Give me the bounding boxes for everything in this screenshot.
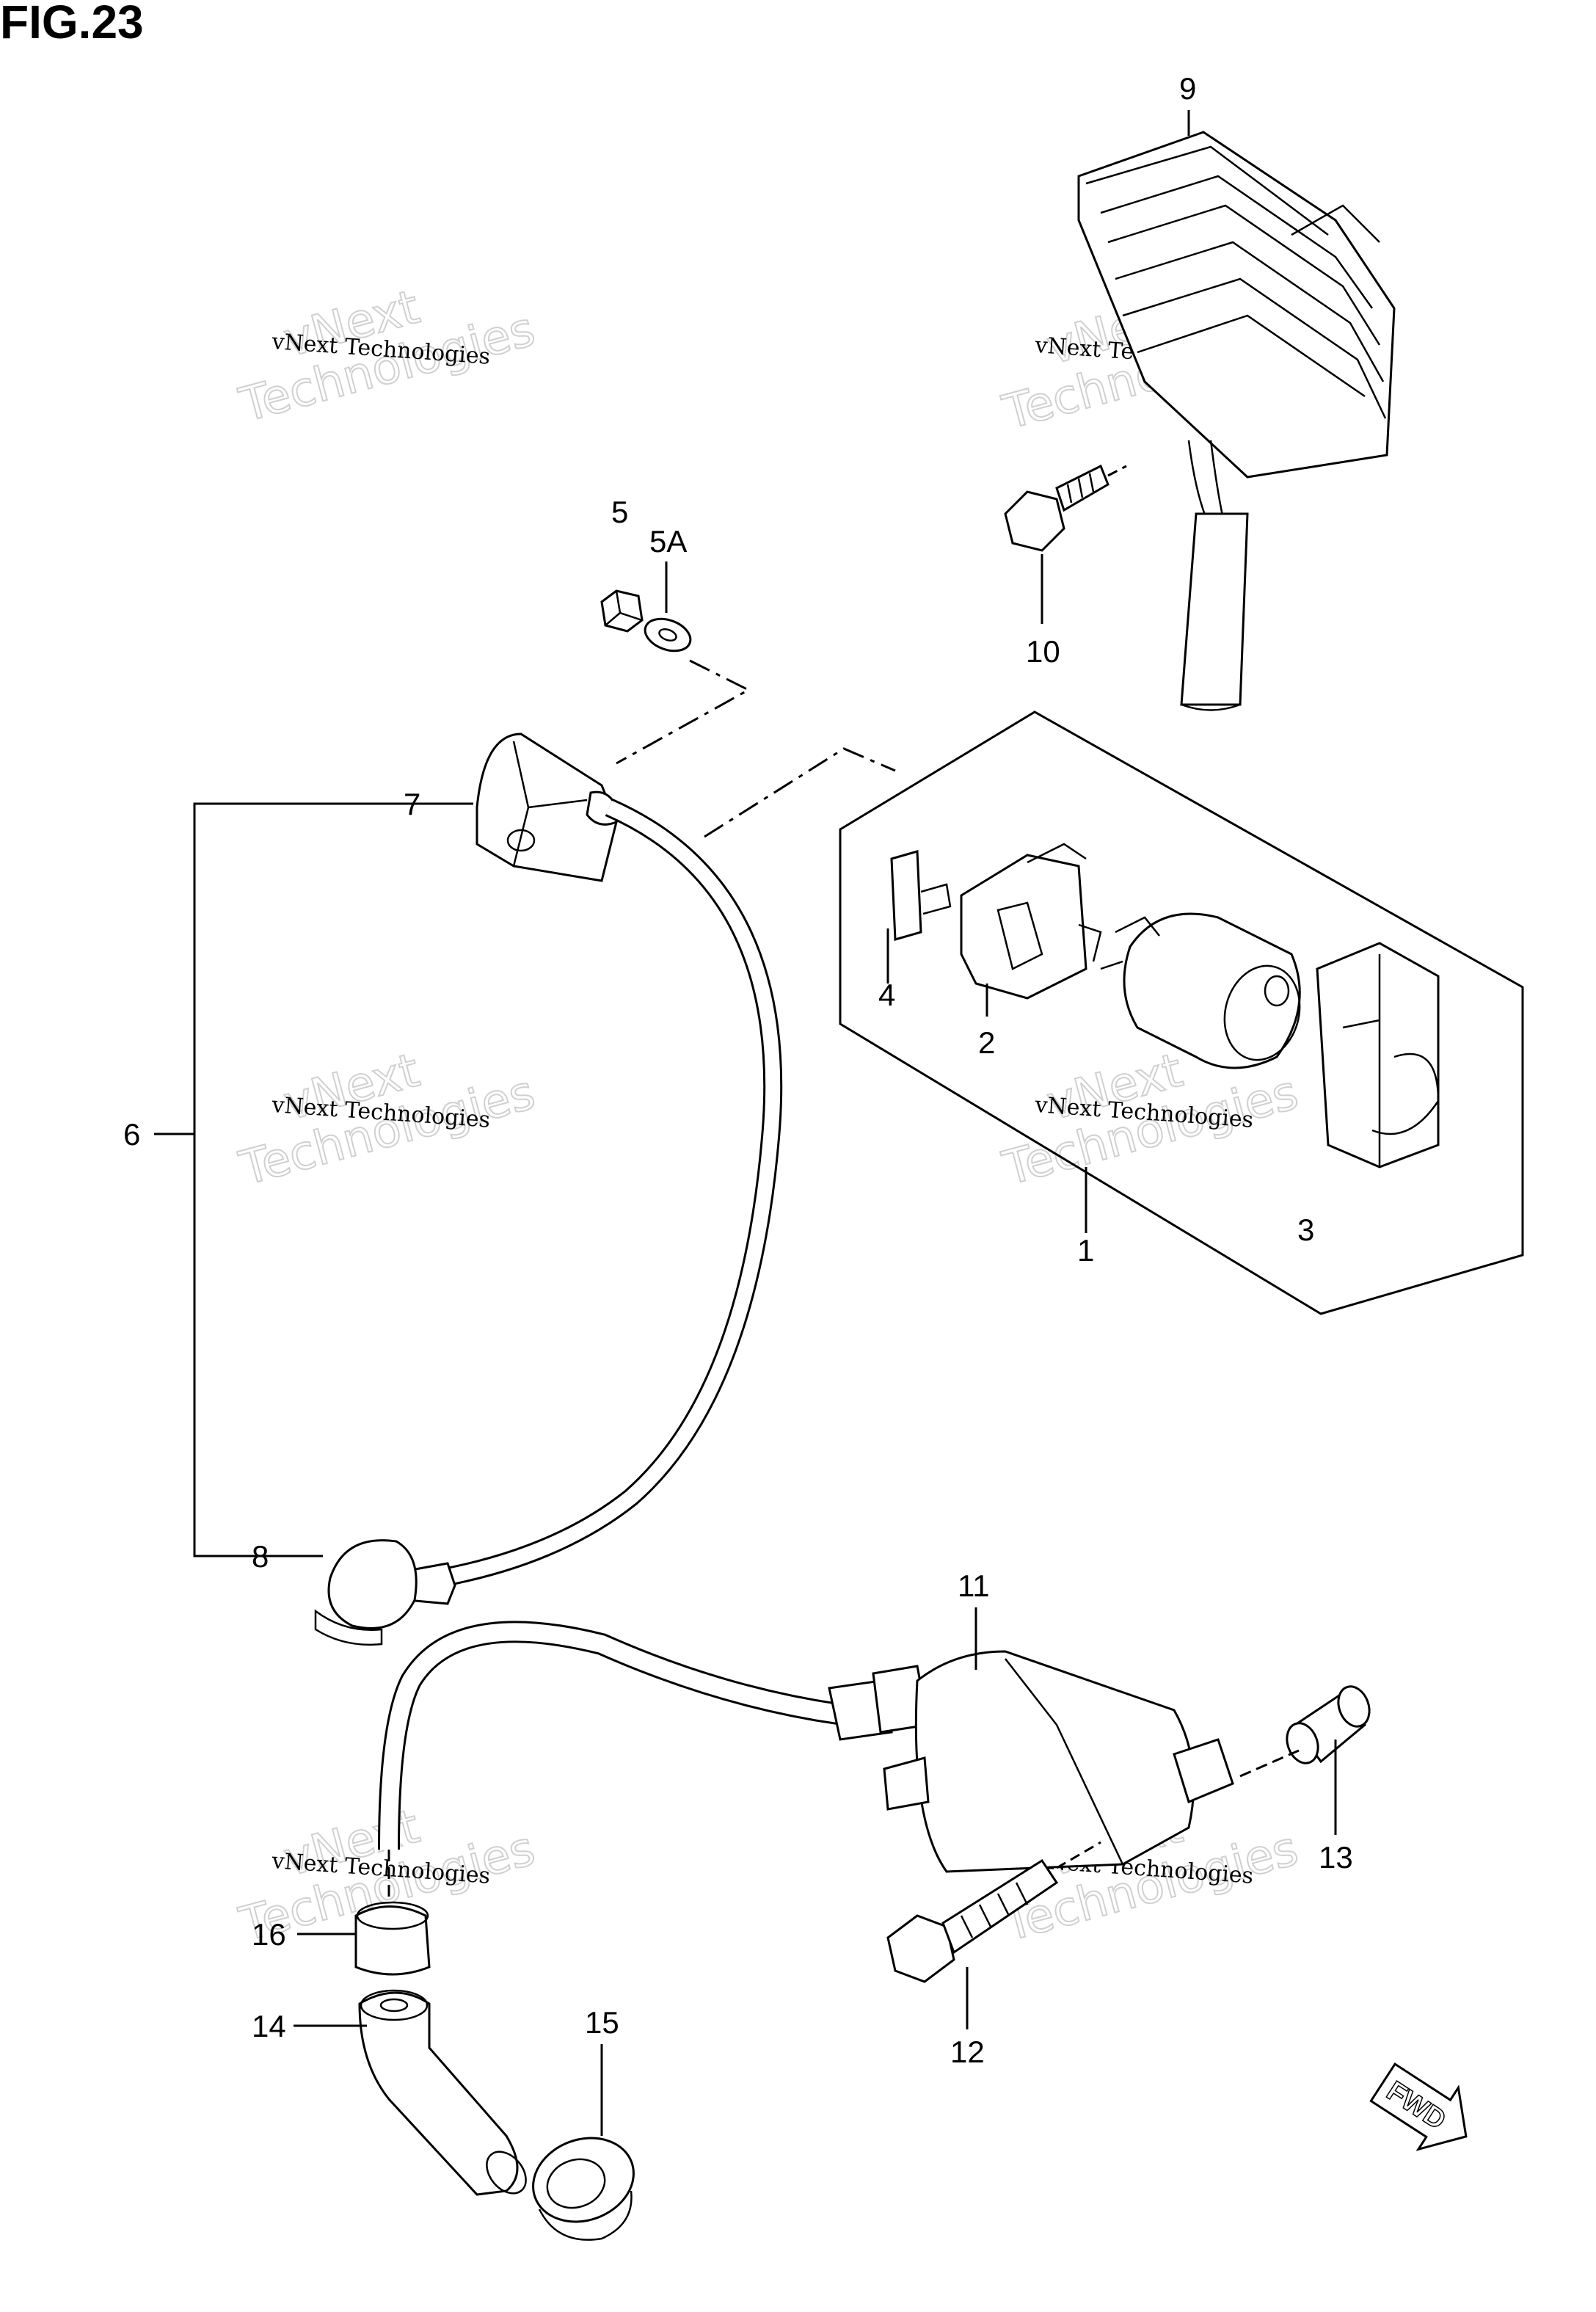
watermark-3: vNextTechnologies vNext Technologies (233, 1043, 541, 1197)
ignition-coil-part (378, 1621, 1234, 1873)
fwd-arrow-icon: FWD (1369, 2062, 1468, 2151)
seal-16-part (354, 1901, 431, 1976)
high-tension-lead-part (314, 733, 783, 1646)
leader-lines (154, 110, 1337, 2136)
callout-4: 4 (878, 978, 895, 1012)
callout-1: 1 (1077, 1233, 1094, 1268)
callout-11: 11 (958, 1568, 990, 1603)
callout-10: 10 (1026, 634, 1060, 669)
plug-cap-14-part (358, 1989, 527, 2196)
callout-2: 2 (978, 1025, 995, 1060)
callout-15: 15 (585, 2005, 619, 2040)
watermark-1: vNextTechnologies vNext Technologies (233, 280, 541, 434)
bolt-12-part (886, 1841, 1101, 1983)
callout-6: 6 (123, 1117, 140, 1152)
callout-13: 13 (1319, 1840, 1353, 1875)
callout-labels: 1 2 3 4 5 5A 6 7 8 9 10 11 12 13 14 15 1… (123, 71, 1353, 2069)
washer-5a-part (644, 617, 692, 652)
cdi-unit-assembly-part (839, 710, 1524, 1315)
callout-16: 16 (252, 1917, 286, 1952)
callout-9: 9 (1179, 71, 1196, 106)
callout-5a: 5A (649, 524, 687, 559)
callout-7: 7 (404, 787, 420, 821)
nut-5-part (600, 589, 644, 633)
callout-14: 14 (252, 2009, 286, 2043)
spacer-13-part (1286, 1685, 1371, 1764)
callout-5: 5 (611, 495, 628, 529)
callout-8: 8 (252, 1539, 269, 1574)
bolt-10-part (1004, 464, 1127, 552)
callout-3: 3 (1297, 1213, 1314, 1247)
callout-12: 12 (950, 2035, 985, 2069)
regulator-rectifier-part (1077, 131, 1396, 711)
cover-15-part (532, 2137, 635, 2241)
figure-title: FIG.23 (0, 0, 144, 48)
